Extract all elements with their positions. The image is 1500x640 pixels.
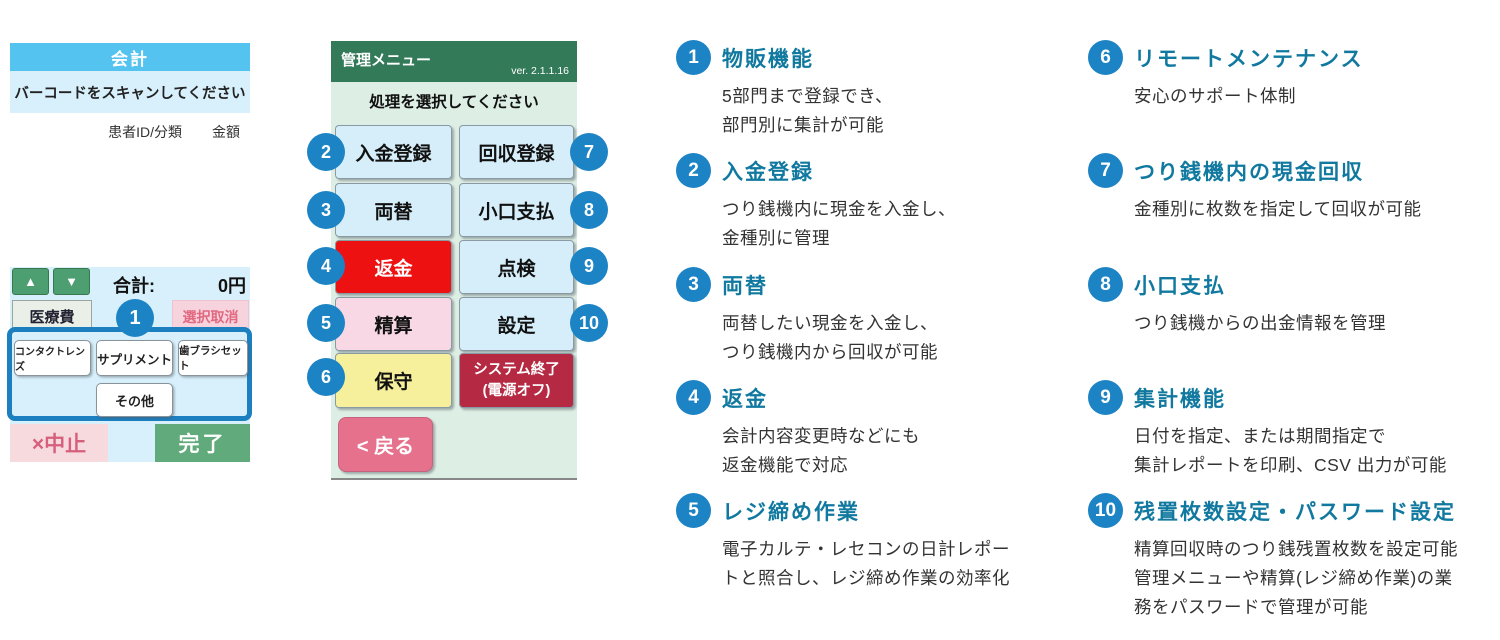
feature-item-9: 9 集計機能 日付を指定、または期間指定で 集計レポートを印刷、CSV 出力が可…	[1088, 380, 1500, 480]
select-process-instruction: 処理を選択してください	[369, 94, 539, 111]
kanri-menu-title: 管理メニュー	[341, 52, 432, 69]
product-button-toothbrush-set[interactable]: 歯ブラシセット	[178, 340, 248, 376]
col-header-amount: 金額	[212, 124, 240, 140]
down-arrow-icon: ▼	[65, 274, 78, 289]
kanri-menu-screen: 管理メニュー ver. 2.1.1.16 処理を選択してください 入金登録 両替…	[307, 41, 608, 480]
annotation-badge-6: 6	[307, 358, 345, 396]
feature-description: 会計内容変更時などにも 返金機能で対応	[722, 426, 920, 475]
feature-description: 日付を指定、または期間指定で 集計レポートを印刷、CSV 出力が可能	[1134, 426, 1447, 475]
feature-header: 1 物販機能	[676, 40, 1094, 75]
feature-number-badge: 6	[1088, 40, 1123, 75]
feature-number-badge: 9	[1088, 380, 1123, 415]
feature-description: 電子カルテ・レセコンの日計レポー トと照合し、レジ締め作業の効率化	[722, 539, 1010, 588]
deposit-register-button[interactable]: 入金登録	[335, 125, 452, 179]
annotation-badge-7: 7	[570, 133, 608, 171]
feature-item-7: 7 つり銭機内の現金回収 金種別に枚数を指定して回収が可能	[1088, 153, 1500, 224]
petty-cash-button[interactable]: 小口支払	[459, 183, 574, 237]
feature-title: 集計機能	[1134, 387, 1226, 411]
feature-title: 残置枚数設定・パスワード設定	[1134, 500, 1456, 524]
feature-header: 7 つり銭機内の現金回収	[1088, 153, 1500, 188]
annotation-badge-10: 10	[570, 304, 608, 342]
feature-item-8: 8 小口支払 つり銭機からの出金情報を管理	[1088, 267, 1500, 338]
feature-number-badge: 1	[676, 40, 711, 75]
item-list-area: 患者ID/分類 金額	[10, 113, 250, 267]
feature-title: 小口支払	[1134, 274, 1226, 298]
feature-number-badge: 3	[676, 267, 711, 302]
feature-description: 金種別に枚数を指定して回収が可能	[1134, 199, 1422, 219]
annotation-badge-4: 4	[307, 247, 345, 285]
feature-header: 8 小口支払	[1088, 267, 1500, 302]
annotation-badge-1: 1	[116, 299, 154, 337]
feature-item-5: 5 レジ締め作業 電子カルテ・レセコンの日計レポー トと照合し、レジ締め作業の効…	[676, 493, 1094, 593]
feature-description: 精算回収時のつり銭残置枚数を設定可能 管理メニューや精算(レジ締め作業)の業 務…	[1134, 539, 1458, 617]
annotation-badge-2: 2	[307, 133, 345, 171]
feature-number-badge: 10	[1088, 493, 1123, 528]
feature-header: 6 リモートメンテナンス	[1088, 40, 1500, 75]
feature-number-badge: 5	[676, 493, 711, 528]
feature-description: 両替したい現金を入金し、 つり銭機内から回収が可能	[722, 313, 938, 362]
scroll-up-button[interactable]: ▲	[12, 268, 49, 295]
feature-header: 5 レジ締め作業	[676, 493, 1094, 528]
feature-title: 両替	[722, 274, 768, 298]
feature-header: 3 両替	[676, 267, 1094, 302]
feature-description: つり銭機からの出金情報を管理	[1134, 313, 1386, 333]
feature-item-1: 1 物販機能 5部門まで登録でき、 部門別に集計が可能	[676, 40, 1094, 140]
product-button-supplement[interactable]: サプリメント	[96, 340, 173, 376]
product-button-other[interactable]: その他	[96, 383, 173, 417]
feature-title: つり銭機内の現金回収	[1134, 160, 1364, 184]
item-list-header: 患者ID/分類 金額	[10, 113, 250, 142]
exchange-button[interactable]: 両替	[335, 183, 452, 237]
abort-button[interactable]: ×中止	[10, 424, 108, 462]
feature-description: つり銭機内に現金を入金し、 金種別に管理	[722, 199, 956, 248]
kaikei-screen: 会計 バーコードをスキャンしてください 患者ID/分類 金額 ▲ ▼ 合計: 0…	[7, 43, 252, 462]
annotation-badge-9: 9	[570, 247, 608, 285]
version-label: ver. 2.1.1.16	[511, 65, 569, 77]
feature-header: 2 入金登録	[676, 153, 1094, 188]
scan-instruction: バーコードをスキャンしてください	[14, 85, 246, 102]
total-label: 合計:	[113, 276, 155, 296]
feature-title: 返金	[722, 387, 768, 411]
kanri-menu-header: 管理メニュー ver. 2.1.1.16	[331, 41, 577, 82]
annotation-badge-8: 8	[570, 191, 608, 229]
feature-item-4: 4 返金 会計内容変更時などにも 返金機能で対応	[676, 380, 1094, 480]
feature-description: 5部門まで登録でき、 部門別に集計が可能	[722, 86, 894, 135]
back-button[interactable]: < 戻る	[338, 417, 433, 472]
feature-item-10: 10 残置枚数設定・パスワード設定 精算回収時のつり銭残置枚数を設定可能 管理メ…	[1088, 493, 1500, 622]
product-button-contact-lens[interactable]: コンタクトレンズ	[14, 340, 91, 376]
inspection-button[interactable]: 点検	[459, 240, 574, 294]
col-header-patient-id: 患者ID/分類	[108, 124, 182, 140]
done-button[interactable]: 完了	[155, 424, 250, 462]
feature-title: 入金登録	[722, 160, 814, 184]
collection-register-button[interactable]: 回収登録	[459, 125, 574, 179]
settlement-button[interactable]: 精算	[335, 297, 452, 351]
feature-header: 9 集計機能	[1088, 380, 1500, 415]
settings-button[interactable]: 設定	[459, 297, 574, 351]
feature-header: 4 返金	[676, 380, 1094, 415]
feature-title: リモートメンテナンス	[1134, 47, 1364, 71]
refund-button[interactable]: 返金	[335, 240, 452, 294]
feature-number-badge: 2	[676, 153, 711, 188]
scroll-down-button[interactable]: ▼	[53, 268, 90, 295]
kaikei-screen-title: 会計	[10, 43, 250, 71]
feature-title: 物販機能	[722, 47, 814, 71]
feature-number-badge: 7	[1088, 153, 1123, 188]
maintenance-button[interactable]: 保守	[335, 353, 452, 408]
feature-item-2: 2 入金登録 つり銭機内に現金を入金し、 金種別に管理	[676, 153, 1094, 253]
annotation-badge-5: 5	[307, 304, 345, 342]
up-arrow-icon: ▲	[24, 274, 37, 289]
feature-item-3: 3 両替 両替したい現金を入金し、 つり銭機内から回収が可能	[676, 267, 1094, 367]
feature-description: 安心のサポート体制	[1134, 86, 1296, 106]
total-value: 0円	[217, 276, 246, 296]
feature-number-badge: 4	[676, 380, 711, 415]
annotation-badge-3: 3	[307, 191, 345, 229]
feature-item-6: 6 リモートメンテナンス 安心のサポート体制	[1088, 40, 1500, 111]
feature-title: レジ締め作業	[722, 500, 860, 524]
system-shutdown-button[interactable]: システム終了 (電源オフ)	[459, 353, 574, 408]
feature-header: 10 残置枚数設定・パスワード設定	[1088, 493, 1500, 528]
feature-number-badge: 8	[1088, 267, 1123, 302]
